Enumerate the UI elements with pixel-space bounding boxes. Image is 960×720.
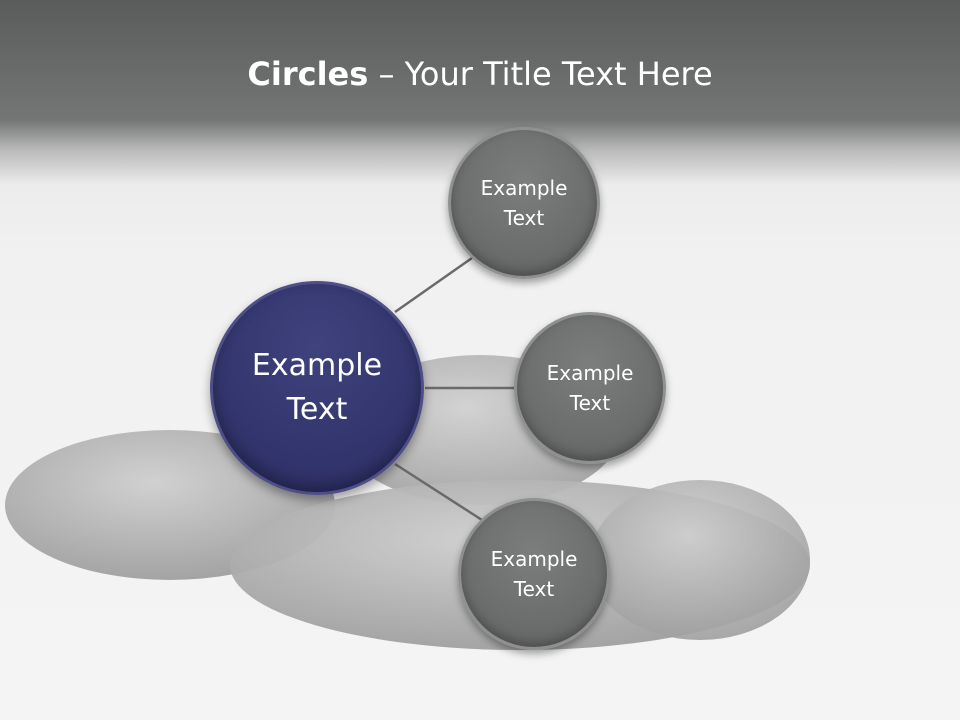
stone-right <box>590 480 810 640</box>
satellite-bottom-label: Example Text <box>490 547 578 601</box>
connector-bottom <box>394 462 483 522</box>
satellite-middle-label: Example Text <box>546 361 634 415</box>
title-bold: Circles <box>247 55 369 93</box>
slide-title: Circles – Your Title Text Here <box>0 52 960 96</box>
center-circle: Example Text <box>210 281 424 495</box>
satellite-circle-middle: Example Text <box>514 312 666 464</box>
title-rest: – Your Title Text Here <box>368 55 713 93</box>
connector-top <box>394 256 473 314</box>
satellite-circle-bottom: Example Text <box>458 498 610 650</box>
satellite-circle-top: Example Text <box>448 127 600 279</box>
center-circle-label: Example Text <box>251 348 383 427</box>
satellite-top-label: Example Text <box>480 176 568 230</box>
